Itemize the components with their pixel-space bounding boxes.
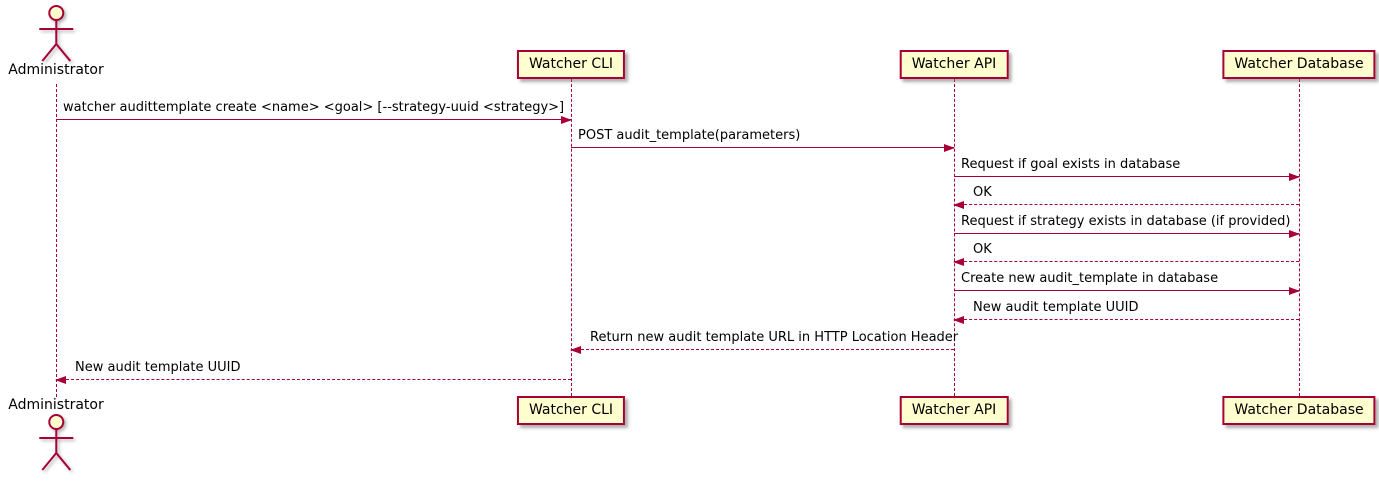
participant-watcher-database-bottom: Watcher Database xyxy=(1222,396,1376,425)
message-ok-strategy: OK xyxy=(953,242,1299,266)
message-arrow xyxy=(56,116,572,124)
message-label: New audit template UUID xyxy=(75,360,241,375)
actor-administrator-bottom: Administrator xyxy=(8,397,104,471)
message-arrow xyxy=(954,230,1300,238)
participant-watcher-cli-bottom: Watcher CLI xyxy=(516,396,626,425)
arrowhead-right-icon xyxy=(1289,287,1300,295)
arrowhead-right-icon xyxy=(944,144,955,152)
arrowhead-left-icon xyxy=(55,376,66,384)
message-arrow xyxy=(953,316,1299,324)
lifeline-watcher-api xyxy=(954,79,955,396)
lifeline-watcher-cli xyxy=(571,79,572,396)
message-arrow xyxy=(954,173,1300,181)
arrowhead-left-icon xyxy=(570,346,581,354)
message-request-strategy-exists: Request if strategy exists in database (… xyxy=(954,214,1300,238)
message-new-uuid-from-db: New audit template UUID xyxy=(953,300,1299,324)
message-arrow xyxy=(55,376,571,384)
message-arrow xyxy=(570,346,954,354)
message-label: OK xyxy=(973,242,992,257)
participant-watcher-database-top: Watcher Database xyxy=(1222,50,1376,79)
message-arrow xyxy=(953,258,1299,266)
participant-watcher-cli-top: Watcher CLI xyxy=(516,50,626,79)
message-label: OK xyxy=(973,185,992,200)
message-arrow xyxy=(571,144,955,152)
message-label: Return new audit template URL in HTTP Lo… xyxy=(590,330,959,345)
message-label: Create new audit_template in database xyxy=(961,271,1219,286)
message-create-audit-template-db: Create new audit_template in database xyxy=(954,271,1300,295)
message-return-url-location-header: Return new audit template URL in HTTP Lo… xyxy=(570,330,959,354)
arrowhead-right-icon xyxy=(1289,173,1300,181)
arrowhead-left-icon xyxy=(953,258,964,266)
actor-administrator-top: Administrator xyxy=(8,4,104,78)
message-label: New audit template UUID xyxy=(973,300,1139,315)
message-label: watcher audittemplate create <name> <goa… xyxy=(63,100,565,115)
message-new-uuid-to-admin: New audit template UUID xyxy=(55,360,571,384)
arrowhead-right-icon xyxy=(561,116,572,124)
arrowhead-left-icon xyxy=(953,316,964,324)
message-post-audit-template: POST audit_template(parameters) xyxy=(571,128,955,152)
lifeline-administrator xyxy=(56,84,57,397)
message-arrow xyxy=(953,201,1299,209)
message-label: Request if strategy exists in database (… xyxy=(961,214,1291,229)
participant-watcher-api-top: Watcher API xyxy=(899,50,1009,79)
message-label: Request if goal exists in database xyxy=(961,157,1181,172)
actor-label: Administrator xyxy=(8,62,104,78)
message-request-goal-exists: Request if goal exists in database xyxy=(954,157,1300,181)
participant-watcher-api-bottom: Watcher API xyxy=(899,396,1009,425)
actor-icon xyxy=(39,5,73,62)
message-label: POST audit_template(parameters) xyxy=(578,128,801,143)
actor-icon xyxy=(39,414,73,471)
message-arrow xyxy=(954,287,1300,295)
arrowhead-left-icon xyxy=(953,201,964,209)
actor-label: Administrator xyxy=(8,397,104,413)
message-ok-goal: OK xyxy=(953,185,1299,209)
arrowhead-right-icon xyxy=(1289,230,1300,238)
message-create-audittemplate: watcher audittemplate create <name> <goa… xyxy=(56,100,572,124)
